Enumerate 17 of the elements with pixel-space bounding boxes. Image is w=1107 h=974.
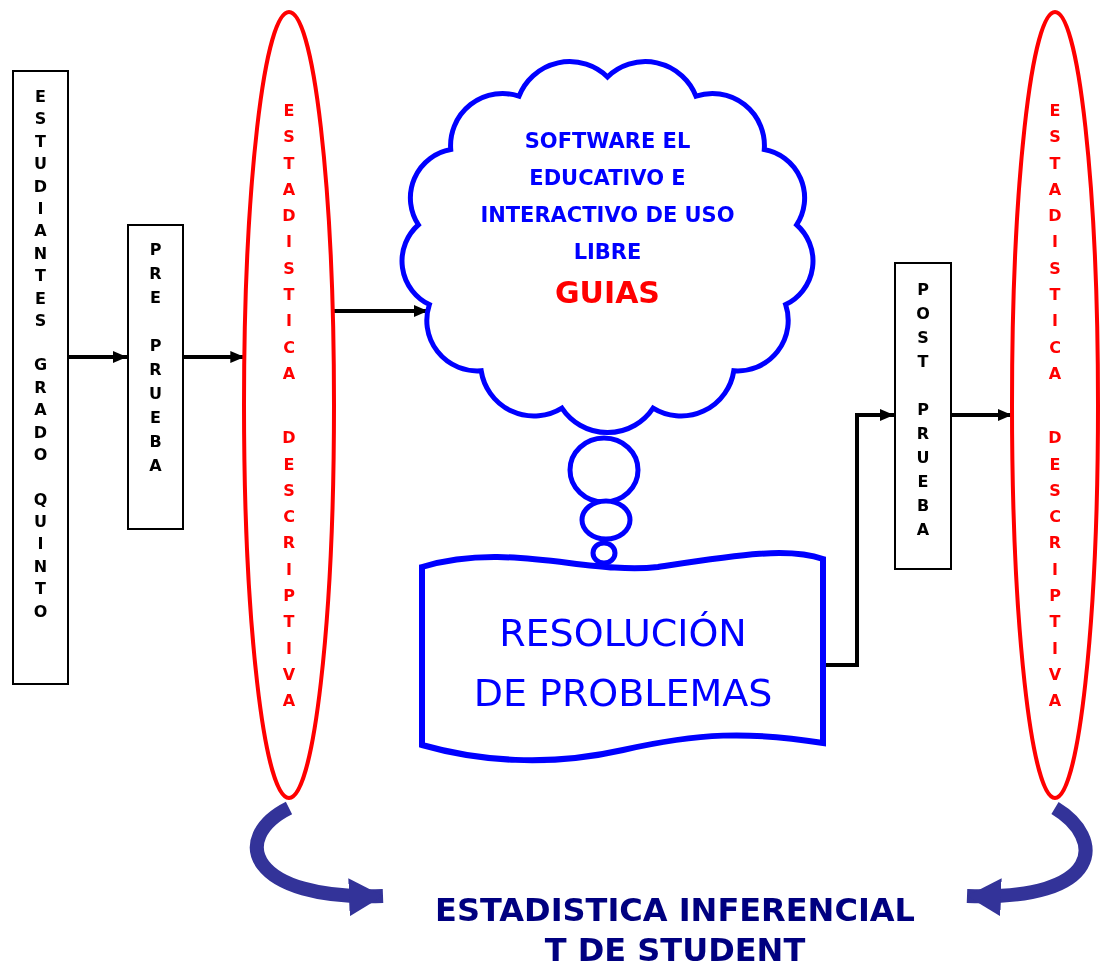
vertical-label: ESTADISTICA DESCRIPTIVA <box>1047 100 1063 713</box>
arrow <box>69 351 127 363</box>
cloud-heading: GUIAS <box>554 275 661 310</box>
statistics-ellipse <box>242 10 336 800</box>
arrow <box>826 409 894 667</box>
posttest-box <box>894 262 952 570</box>
banner-text: RESOLUCIÓN DE PROBLEMAS <box>473 610 773 717</box>
pretest-box <box>127 224 184 530</box>
vertical-label: ESTUDIANTES GRADO QUINTO <box>32 86 49 623</box>
participants-box <box>12 70 69 685</box>
vertical-label: POST PRUEBA <box>915 279 931 541</box>
vertical-label: PRE PRUEBA <box>148 239 163 477</box>
conclusion-heading: ESTADISTICA INFERENCIAL T DE STUDENT <box>434 890 916 970</box>
vertical-label: ESTADISTICA DESCRIPTIVA <box>281 100 297 713</box>
cloud-text: SOFTWARE EL EDUCATIVO E INTERACTIVO DE USO LIBRE <box>480 128 735 266</box>
statistics-ellipse <box>1010 10 1100 800</box>
arrow <box>952 409 1012 421</box>
